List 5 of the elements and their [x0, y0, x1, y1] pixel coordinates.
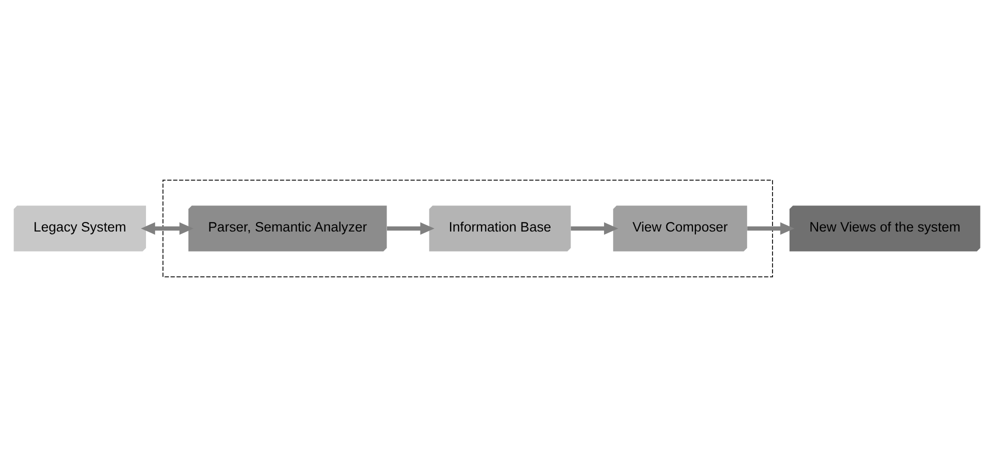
cluster	[162, 180, 773, 278]
arrow	[387, 222, 434, 235]
arrow	[747, 222, 794, 235]
arrow	[570, 222, 618, 235]
arrow	[140, 222, 194, 235]
